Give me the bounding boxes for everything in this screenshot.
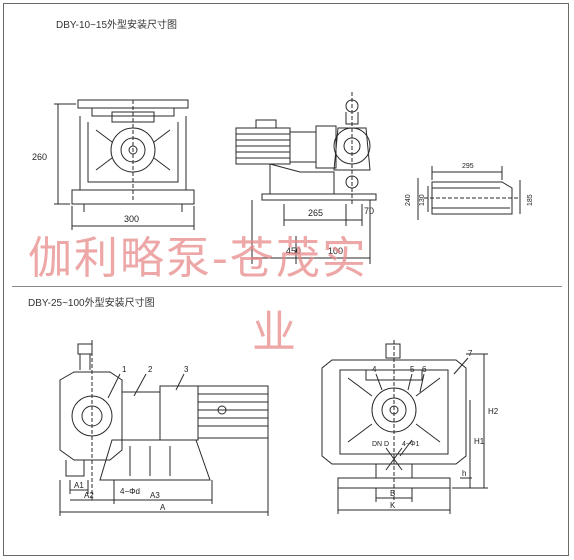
dim-label-phid: 4−Φd — [120, 487, 140, 496]
dim-label-300: 300 — [124, 214, 139, 224]
dim-label-h2: H2 — [488, 407, 499, 416]
watermark-line-1: 伽利略泵-苍茂实 — [28, 233, 368, 284]
callout-5: 5 — [410, 365, 415, 374]
leader-lines-4-to-7 — [375, 357, 469, 457]
sheet-border — [3, 3, 569, 556]
dim-label-b: B — [390, 489, 395, 498]
callout-1: 1 — [122, 365, 127, 374]
bottom-section-caption: DBY-25~100外型安装尺寸图 — [28, 298, 155, 309]
dim-label-k: K — [390, 501, 396, 510]
section-divider — [12, 286, 562, 287]
dim-label-a1: A1 — [74, 481, 84, 490]
dim-label-295: 295 — [462, 163, 474, 170]
dim-label-a: A — [160, 503, 166, 512]
dim-label-a3: A3 — [150, 491, 160, 500]
pump-front-view-large — [321, 340, 467, 500]
dim-300-line — [71, 206, 195, 230]
dim-label-240: 240 — [405, 194, 412, 206]
dim-260-line — [54, 103, 76, 205]
pump-front-view-small — [71, 99, 195, 212]
dim-label-185: 185 — [527, 194, 534, 206]
callout-7: 7 — [468, 349, 473, 358]
pump-side-view-small — [235, 92, 377, 204]
dim-label-100: 100 — [328, 246, 343, 256]
callout-2: 2 — [148, 365, 153, 374]
dim-label-h: h — [462, 469, 466, 478]
dim-label-70: 70 — [364, 206, 374, 216]
pump-side-view-large — [59, 340, 269, 500]
dim-label-260: 260 — [32, 152, 47, 162]
dim-450-100-line — [251, 200, 371, 264]
dim-label-h1: H1 — [474, 437, 485, 446]
dim-label-a2: A2 — [84, 491, 94, 500]
dim-label-130: 130 — [419, 194, 426, 206]
top-section-caption: DBY-10~15外型安装尺寸图 — [56, 20, 178, 31]
dim-label-phi1: 4−Φ1 — [402, 441, 420, 448]
callout-6: 6 — [422, 365, 427, 374]
dim-a-lines — [59, 438, 269, 516]
leader-lines-1-2-3 — [107, 373, 185, 399]
dim-label-dn: DN D — [372, 441, 389, 448]
callout-4: 4 — [372, 365, 377, 374]
callout-3: 3 — [184, 365, 189, 374]
watermark-line-2: 业 — [252, 307, 298, 358]
dim-265-70-line — [283, 204, 363, 226]
dim-label-450: 450 — [286, 246, 301, 256]
dim-label-265: 265 — [308, 208, 323, 218]
dim-bk-h-lines — [337, 353, 488, 514]
base-plate-view — [417, 166, 521, 220]
